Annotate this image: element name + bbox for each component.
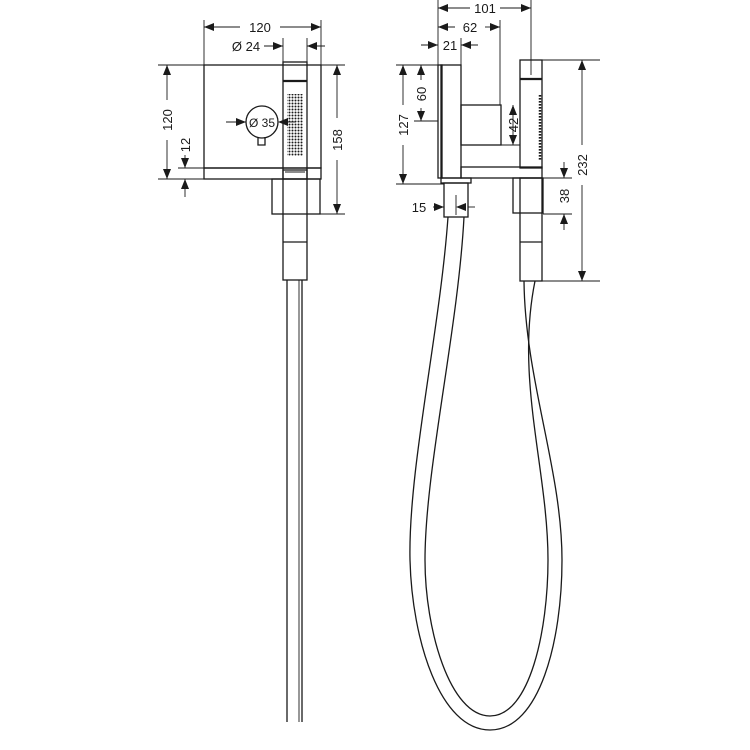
hose-loop-outer <box>409 216 563 731</box>
spray-nozzles <box>287 94 303 156</box>
side-ledge <box>460 166 543 179</box>
dim-outlet-42: 42 <box>501 105 521 146</box>
svg-text:62: 62 <box>463 20 477 35</box>
hose-connector <box>443 182 469 218</box>
svg-text:12: 12 <box>178 138 193 152</box>
svg-text:101: 101 <box>474 1 496 16</box>
dim-connector-15: 15 <box>412 195 475 215</box>
hand-shower-handle <box>282 169 308 281</box>
dim-offset-60: 60 <box>414 65 438 122</box>
dim-valve-diameter: Ø 35 <box>226 116 296 130</box>
svg-text:127: 127 <box>396 114 411 136</box>
svg-text:60: 60 <box>414 87 429 101</box>
wall-edge <box>437 64 443 179</box>
dim-plate-21: 21 <box>421 38 478 65</box>
side-holder <box>512 177 544 214</box>
dim-base-offset-12: 12 <box>178 138 204 197</box>
dim-holder-38: 38 <box>543 162 572 230</box>
svg-text:Ø 24: Ø 24 <box>232 39 260 54</box>
dim-height-127: 127 <box>396 64 444 185</box>
svg-text:232: 232 <box>575 154 590 176</box>
dim-height-120: 120 <box>158 64 204 180</box>
valve-tab <box>257 137 266 146</box>
svg-text:120: 120 <box>160 109 175 131</box>
dim-height-158: 158 <box>320 64 345 215</box>
svg-text:15: 15 <box>412 200 426 215</box>
svg-text:158: 158 <box>330 129 345 151</box>
dim-width-120: 120 <box>203 20 322 65</box>
side-shower-handle <box>519 177 543 282</box>
svg-text:38: 38 <box>557 189 572 203</box>
side-shower-head <box>519 59 543 169</box>
svg-text:Ø 35: Ø 35 <box>249 116 275 130</box>
svg-text:42: 42 <box>506 118 521 132</box>
side-view: 101 62 21 127 <box>396 0 600 731</box>
bottom-ledge <box>203 167 322 180</box>
outlet-block <box>460 104 502 146</box>
dim-handle-diameter: Ø 24 <box>232 38 325 62</box>
holder <box>271 178 321 215</box>
svg-text:21: 21 <box>443 38 457 53</box>
front-view: 120 Ø 24 Ø 35 120 <box>158 20 345 722</box>
dim-depth-62: 62 <box>438 20 501 105</box>
hose-loop-inner <box>424 216 549 717</box>
svg-text:120: 120 <box>249 20 271 35</box>
plate-body <box>440 64 462 179</box>
dim-depth-101: 101 <box>437 0 532 75</box>
dim-length-232: 232 <box>542 59 600 282</box>
